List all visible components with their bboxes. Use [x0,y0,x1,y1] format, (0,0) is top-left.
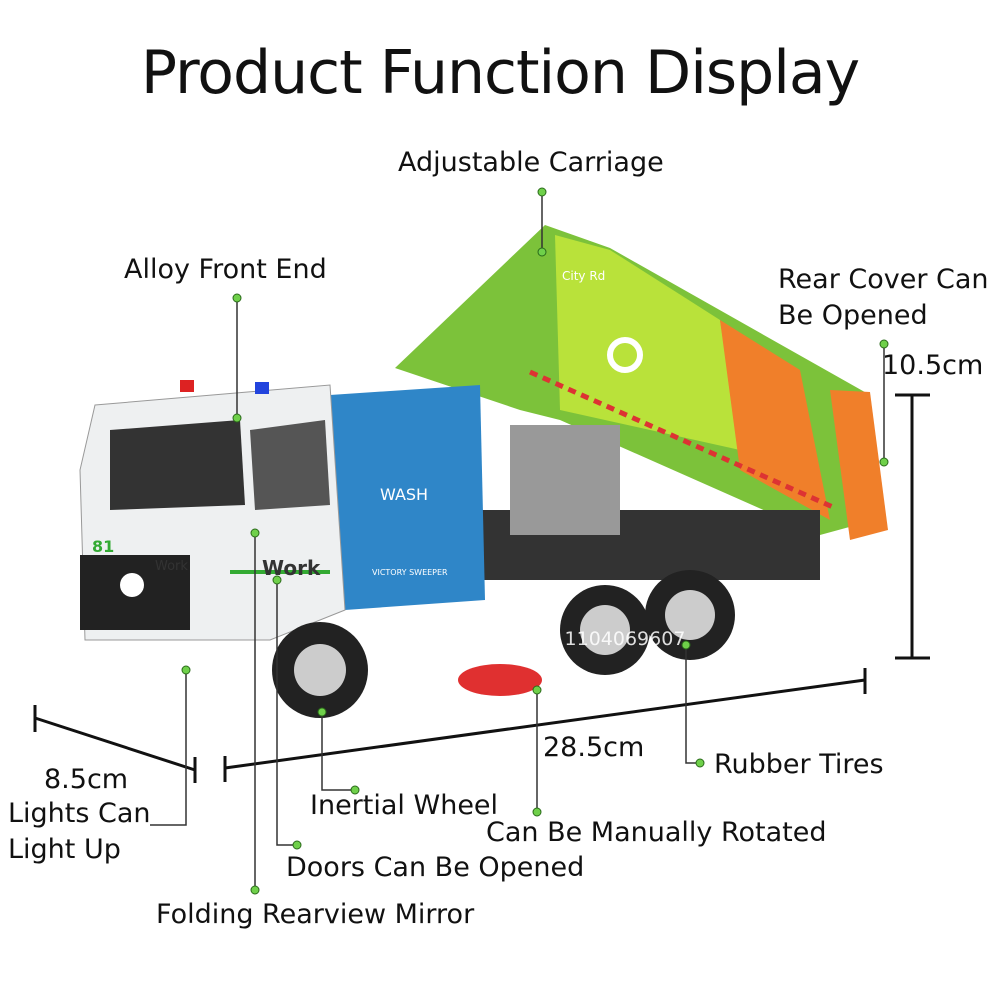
label-rubber-tires: Rubber Tires [714,749,884,780]
sweeper-brush [458,664,542,696]
label-width: 8.5cm [44,764,129,795]
label-adjustable-carriage: Adjustable Carriage [398,147,664,178]
carriage-text: City Rd [562,269,605,283]
label-alloy-front-end: Alloy Front End [124,254,327,285]
svg-text:Work: Work [155,559,188,574]
label-lights-2: Light Up [8,834,121,865]
label-doors: Doors Can Be Opened [286,852,585,883]
page-title: Product Function Display [140,38,860,108]
callout-dots [181,187,889,895]
label-lights-1: Lights Can [8,798,151,829]
label-length: 28.5cm [543,732,645,763]
leader-lines [150,192,885,890]
wheels [272,570,735,718]
svg-text:WASH: WASH [380,485,428,504]
cab: 81 Work Work [79,380,346,641]
watermark: Store ID 1104069607 [482,628,686,650]
label-manually-rotated: Can Be Manually Rotated [486,817,827,848]
carriage: City Rd [395,225,888,540]
label-rear-cover-2: Be Opened [778,300,928,331]
label-rear-cover-1: Rear Cover Can [778,264,989,295]
label-height: 10.5cm [882,350,984,381]
svg-text:81: 81 [92,537,114,556]
blue-tank: WASH VICTORY SWEEPER [330,385,485,610]
svg-text:VICTORY SWEEPER: VICTORY SWEEPER [372,568,448,577]
label-mirror: Folding Rearview Mirror [156,899,475,930]
label-inertial-wheel: Inertial Wheel [310,790,499,821]
dimension-lines [33,393,930,783]
svg-text:Work: Work [262,556,321,580]
